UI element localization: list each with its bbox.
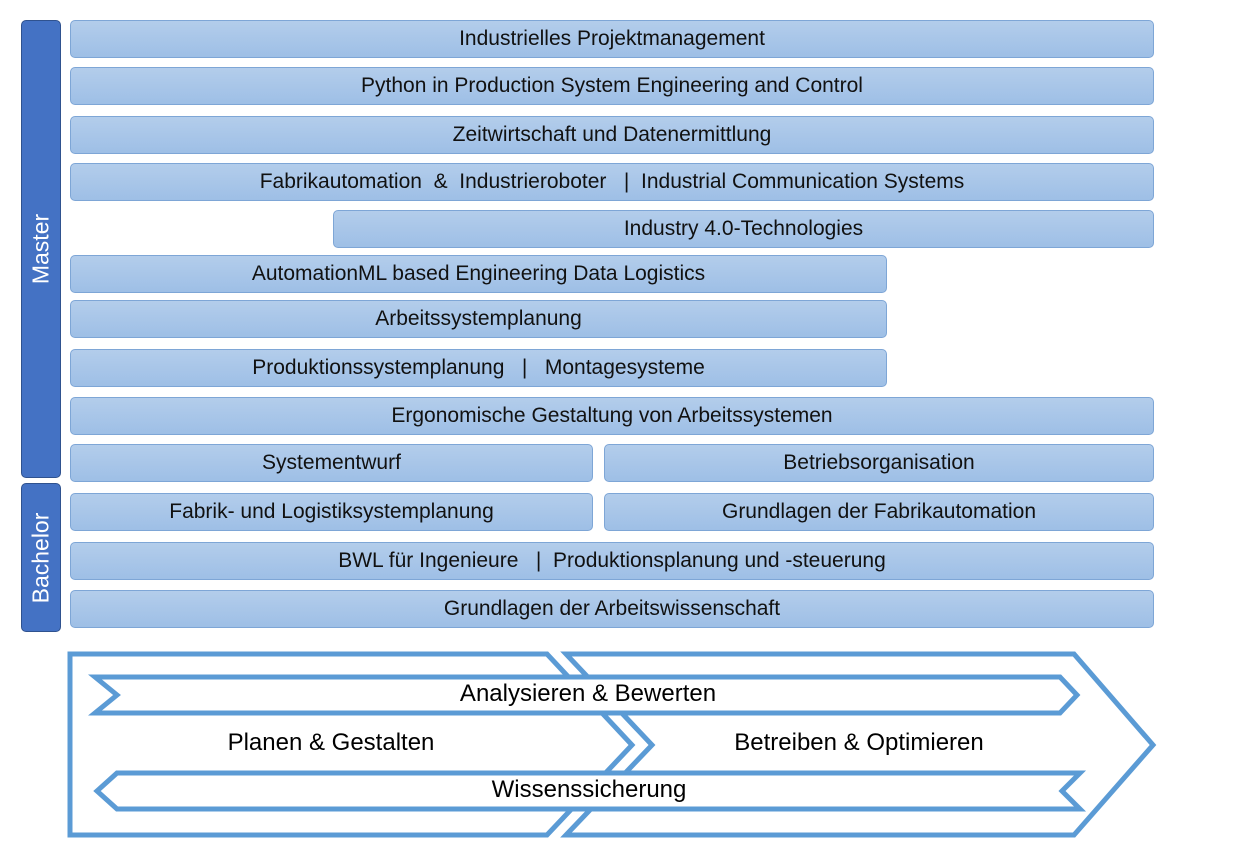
- course-bar: Zeitwirtschaft und Datenermittlung: [70, 116, 1154, 154]
- course-bar: Produktionssystemplanung | Montagesystem…: [70, 349, 887, 387]
- analyze-label: Analysieren & Bewerten: [459, 680, 717, 707]
- course-bar: Ergonomische Gestaltung von Arbeitssyste…: [70, 397, 1154, 435]
- operate-label: Betreiben & Optimieren: [734, 729, 984, 756]
- bachelor-label-box: Bachelor: [21, 483, 61, 632]
- analyze-arrow: [87, 674, 1081, 716]
- master-label-box: Master: [21, 20, 61, 478]
- course-bar: Arbeitssystemplanung: [70, 300, 887, 338]
- course-bar: Grundlagen der Fabrikautomation: [604, 493, 1154, 531]
- course-bar: AutomationML based Engineering Data Logi…: [70, 255, 887, 293]
- course-bar: Python in Production System Engineering …: [70, 67, 1154, 105]
- course-bar: Systementwurf: [70, 444, 593, 482]
- plan-label: Planen & Gestalten: [227, 729, 435, 756]
- knowledge-label: Wissenssicherung: [491, 776, 687, 803]
- course-bar: BWL für Ingenieure | Produktionsplanung …: [70, 542, 1154, 580]
- course-bar: Industrielles Projektmanagement: [70, 20, 1154, 58]
- course-bar: Fabrikautomation & Industrieroboter | In…: [70, 163, 1154, 201]
- course-bar: Grundlagen der Arbeitswissenschaft: [70, 590, 1154, 628]
- course-bar: Fabrik- und Logistiksystemplanung: [70, 493, 593, 531]
- course-bar: Betriebsorganisation: [604, 444, 1154, 482]
- course-bar: Industry 4.0-Technologies: [333, 210, 1154, 248]
- knowledge-arrow: [93, 770, 1087, 812]
